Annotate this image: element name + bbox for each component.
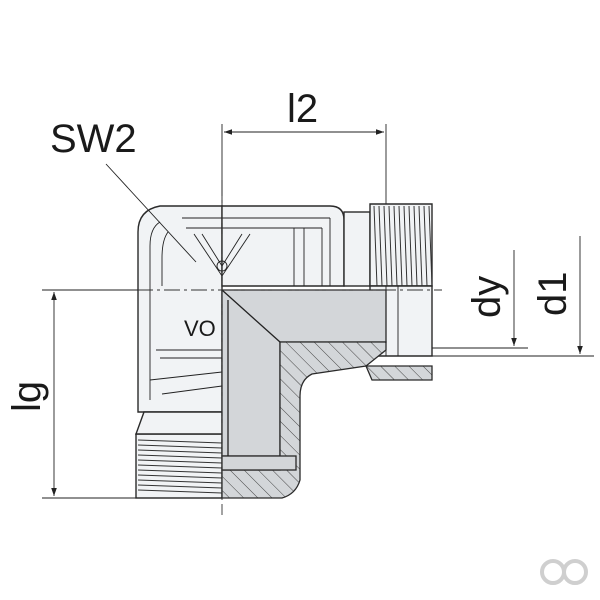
dimension-d1: d1 bbox=[432, 236, 594, 357]
label-l2: l2 bbox=[287, 87, 318, 131]
thread-ridge bbox=[393, 205, 398, 287]
thread-ridge bbox=[423, 205, 428, 287]
label-dy: dy bbox=[465, 276, 509, 318]
thread-ridge bbox=[137, 464, 223, 469]
thread-ridge bbox=[137, 469, 223, 474]
thread-ridge bbox=[137, 444, 223, 449]
stamp-text: VO bbox=[184, 316, 216, 341]
thread-ridge bbox=[413, 205, 418, 287]
label-sw2: SW2 bbox=[50, 117, 137, 161]
dimension-l2: l2 bbox=[221, 87, 387, 206]
dimension-dy: dy bbox=[432, 250, 528, 349]
valve-logo-stamp: VO bbox=[184, 233, 251, 341]
thread-ridge bbox=[137, 484, 223, 489]
thread-ridge bbox=[137, 489, 223, 494]
thread-ridge bbox=[373, 205, 378, 287]
thread-ridge bbox=[418, 205, 423, 287]
thread-ridge bbox=[398, 205, 403, 287]
thread-ridge bbox=[378, 205, 383, 287]
thread-ridge bbox=[137, 449, 223, 454]
bottom-thread-outer bbox=[135, 433, 223, 499]
label-d1: d1 bbox=[531, 272, 575, 317]
infinity-logo-icon bbox=[540, 559, 588, 585]
dimension-lg: lg bbox=[5, 289, 222, 499]
thread-ridge bbox=[137, 459, 223, 464]
thread-ridge bbox=[137, 439, 223, 444]
thread-ridge bbox=[383, 205, 388, 287]
label-sw2-group: SW2 bbox=[50, 117, 197, 263]
thread-ridge bbox=[137, 474, 223, 479]
thread-ridge bbox=[403, 205, 408, 287]
thread-ridge bbox=[137, 479, 223, 484]
thread-ridge bbox=[137, 454, 223, 459]
thread-ridge bbox=[428, 205, 433, 287]
thread-ridge bbox=[408, 205, 413, 287]
label-lg: lg bbox=[5, 381, 49, 412]
thread-ridge bbox=[388, 205, 393, 287]
